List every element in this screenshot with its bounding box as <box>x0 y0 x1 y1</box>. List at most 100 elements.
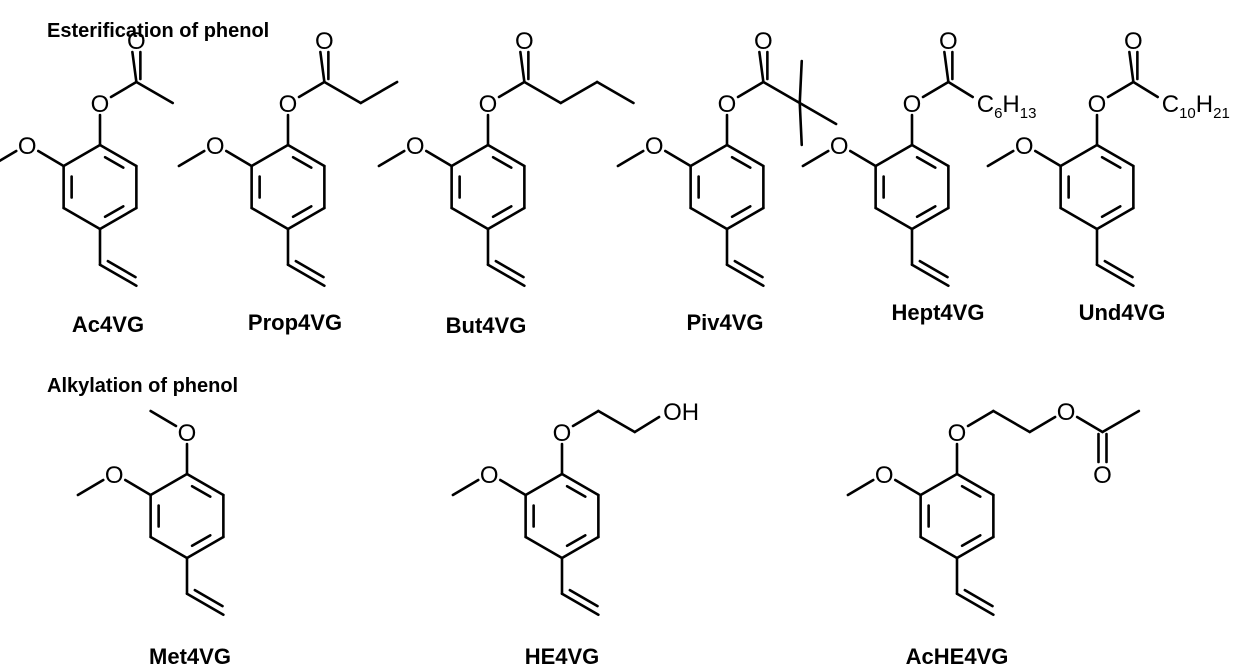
vinyl-group <box>910 227 950 288</box>
bond-line <box>689 206 729 231</box>
vinyl-double-bond <box>286 263 326 288</box>
bond-line <box>424 149 453 168</box>
oxygen-atom-label: O <box>127 28 146 55</box>
subscript: 10 <box>1179 105 1196 122</box>
bond-line <box>758 50 765 84</box>
oxygen-atom-label: O <box>315 28 334 55</box>
benzene-ring <box>689 143 765 231</box>
benzene-ring <box>524 472 600 560</box>
methoxy-group: O <box>377 133 453 168</box>
bond-line <box>798 101 804 147</box>
bond-line <box>848 149 877 168</box>
bond-line <box>560 472 600 497</box>
benzene-ring <box>1059 143 1135 231</box>
aromatic-double-bond <box>960 484 982 498</box>
vinyl-double-bond <box>486 263 526 288</box>
oxygen-atom-label: O <box>1015 133 1034 160</box>
compound-label-AcHE4VG: AcHE4VG <box>906 644 1009 668</box>
vinyl-group <box>955 556 995 617</box>
methoxy-group: O <box>76 462 152 497</box>
ester-group: OO <box>903 28 958 147</box>
hydroxyl-label: OH <box>663 399 699 426</box>
compound-label-Und4VG: Und4VG <box>1079 300 1166 325</box>
bond-line <box>451 478 480 497</box>
bond-line <box>762 80 802 105</box>
bond-line <box>1128 50 1135 84</box>
bond-line <box>663 149 692 168</box>
vinyl-group <box>486 227 526 288</box>
aromatic-double-bond <box>730 155 752 169</box>
bond-line <box>1059 143 1099 168</box>
aromatic-double-bond <box>730 205 752 219</box>
bond-line <box>497 80 526 99</box>
oxygen-atom-label: O <box>480 462 499 489</box>
bond-line <box>943 50 950 84</box>
bond-line <box>798 101 838 126</box>
oxygen-atom-label: O <box>91 91 110 118</box>
vinyl-double-bond <box>1095 263 1135 288</box>
aromatic-double-bond <box>190 534 212 548</box>
bond-line <box>910 206 950 231</box>
vinyl-double-bond <box>494 259 525 279</box>
bond-line <box>1095 206 1135 231</box>
bond-line <box>224 149 253 168</box>
vinyl-double-bond <box>193 588 224 608</box>
bond-line <box>689 143 729 168</box>
bond-line <box>98 143 138 168</box>
vinyl-double-bond <box>725 263 765 288</box>
oxygen-atom-label: O <box>939 28 958 55</box>
vinyl-double-bond <box>918 259 949 279</box>
bond-line <box>76 478 105 497</box>
bond-line <box>250 143 290 168</box>
methoxy-group: O <box>616 133 692 168</box>
section-title-alkylation: Alkylation of phenol <box>47 375 238 397</box>
bond-line <box>1033 149 1062 168</box>
bond-line <box>524 535 564 560</box>
vinyl-double-bond <box>568 588 599 608</box>
bond-line <box>250 206 290 231</box>
oxygen-atom-label: O <box>718 91 737 118</box>
bond-line <box>725 206 765 231</box>
bond-line <box>519 50 526 84</box>
vinyl-double-bond <box>963 588 994 608</box>
element-symbol: C <box>1162 91 1179 118</box>
vinyl-double-bond <box>910 263 950 288</box>
vinyl-group <box>1095 227 1135 288</box>
element-symbol: H <box>1196 91 1213 118</box>
bond-line <box>616 149 645 168</box>
methoxy-group: O <box>846 462 922 497</box>
methoxy-group: O <box>986 133 1062 168</box>
bond-line <box>633 415 661 434</box>
oxygen-atom-label: O <box>1093 462 1112 489</box>
bond-line <box>919 535 959 560</box>
bond-line <box>992 409 1032 434</box>
bond-line <box>874 143 914 168</box>
benzene-ring <box>919 472 995 560</box>
oxygen-atom-label: O <box>1057 399 1076 426</box>
bond-line <box>1028 415 1057 434</box>
bond-line <box>801 149 830 168</box>
oxygen-atom-label: O <box>875 462 894 489</box>
compound-label-But4VG: But4VG <box>446 313 527 338</box>
bond-line <box>486 143 526 168</box>
bond-line <box>1075 415 1104 434</box>
vinyl-double-bond <box>185 592 225 617</box>
vinyl-group <box>725 227 765 288</box>
methoxy-group: O <box>451 462 527 497</box>
ester-group: OO <box>718 28 773 147</box>
methoxy-group: O <box>177 133 253 168</box>
oxygen-atom-label: O <box>406 133 425 160</box>
hexyl-chain-label: C6H13 <box>977 91 1037 122</box>
methoxy-group: O <box>801 133 877 168</box>
compound-label-Ac4VG: Ac4VG <box>72 312 144 337</box>
benzene-ring <box>250 143 326 231</box>
vinyl-double-bond <box>733 259 764 279</box>
bond-line <box>131 50 138 84</box>
oxygen-atom-label: O <box>515 28 534 55</box>
oxygen-atom-label: O <box>105 462 124 489</box>
bond-line <box>62 143 102 168</box>
